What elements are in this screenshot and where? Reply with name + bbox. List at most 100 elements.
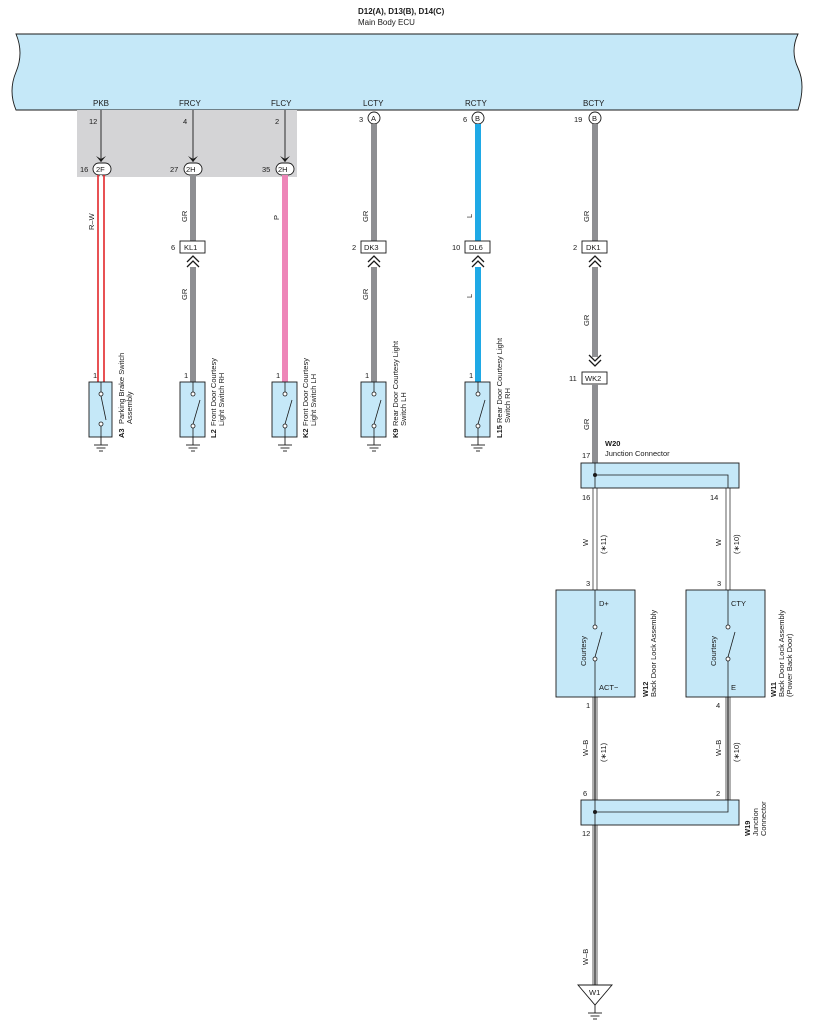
ecu-subtitle: Main Body ECU <box>358 18 415 27</box>
connector-wk2-label: WK2 <box>585 374 601 383</box>
wire-color-w12-1: W–B <box>581 740 590 756</box>
wire-color-rcty-bottom: L <box>465 294 474 298</box>
wire-color-w20-14: W <box>714 538 723 546</box>
switch-l2-box <box>179 381 206 438</box>
wire-color-pkb: R–W <box>87 212 96 230</box>
wire-color-w20-16: W <box>581 538 590 546</box>
connector-kl1 <box>179 240 206 254</box>
switch-l15-line1: Rear Door Courtesy Light <box>495 337 504 423</box>
pin-l2: 1 <box>184 371 188 380</box>
w11-inner: Courtesy <box>709 636 718 666</box>
switch-l2-contact <box>190 382 201 437</box>
pin-bcty-ecu: 19 <box>574 115 582 124</box>
switch-k9-contact <box>371 382 382 437</box>
pin-flcy-ecu: 2 <box>275 117 279 126</box>
main-body-ecu-box <box>11 33 803 111</box>
w11-box <box>685 589 766 698</box>
w19-pin-b: 2 <box>716 789 720 798</box>
w12-inner: Courtesy <box>579 636 588 666</box>
switch-a3-contact <box>98 382 107 437</box>
wire-color-bcty-2: GR <box>582 314 591 326</box>
connector-dk1-label: DK1 <box>586 243 601 252</box>
w19-pin-a: 6 <box>583 789 587 798</box>
switch-k9-id: K9 <box>391 428 400 438</box>
switch-a3-id: A3 <box>117 428 126 438</box>
pin-pkb-conn: 16 <box>80 165 88 174</box>
connector-2f-label: 2F <box>96 165 105 174</box>
wire-color-frcy-bottom: GR <box>180 288 189 300</box>
w12-name: Back Door Lock Assembly <box>649 610 658 697</box>
ground-w1-symbol <box>587 1004 603 1020</box>
marker-bcty-label: B <box>592 114 597 123</box>
ground-w1-label: W1 <box>589 988 600 997</box>
note-10a: (∗10) <box>732 534 741 554</box>
w12-term-top: D+ <box>599 599 609 608</box>
pin-wk2: 11 <box>569 374 577 383</box>
note-11b: (∗11) <box>599 742 608 762</box>
terminal-flcy: FLCY <box>271 99 292 108</box>
switch-a3-line1: Parking Brake Switch <box>117 353 126 424</box>
pin-frcy-ecu: 4 <box>183 117 187 126</box>
wire-color-w19-12: W–B <box>581 949 590 965</box>
wire-color-rcty-top: L <box>465 214 474 218</box>
w11-switch-contact <box>725 590 736 697</box>
pin-frcy-conn: 27 <box>170 165 178 174</box>
ground-point-w1 <box>577 984 613 1006</box>
wire-w20-14 <box>725 488 731 590</box>
w11-term-top: CTY <box>731 599 746 608</box>
connector-kl1-label: KL1 <box>184 243 197 252</box>
connector-2h-frcy-label: 2H <box>186 165 196 174</box>
switch-k2-id: K2 <box>301 428 310 438</box>
switch-k9-line2: Switch LH <box>399 392 408 426</box>
connector-dl6-label: DL6 <box>469 243 483 252</box>
note-11a: (∗11) <box>599 534 608 554</box>
ground-k9 <box>366 436 382 452</box>
w19-name: Junction <box>751 808 760 836</box>
pin-dl6: 10 <box>452 243 460 252</box>
w11-name: Back Door Lock Assembly <box>777 610 786 697</box>
pin-l15: 1 <box>469 371 473 380</box>
terminal-lcty: LCTY <box>363 99 384 108</box>
connector-2h-flcy-label: 2H <box>278 165 288 174</box>
ground-l2 <box>185 436 201 452</box>
switch-l2-id: L2 <box>209 429 218 438</box>
wire-color-bcty-3: GR <box>582 418 591 430</box>
switch-l2-line1: Front Door Courtesy <box>209 358 218 426</box>
w11-name2: (Power Back Door) <box>785 633 794 697</box>
switch-l2-line2: Light Switch RH <box>217 373 226 426</box>
terminal-pkb: PKB <box>93 99 109 108</box>
pin-kl1: 6 <box>171 243 175 252</box>
wire-color-flcy: P <box>272 215 281 220</box>
terminal-frcy: FRCY <box>179 99 201 108</box>
w20-pin-b: 14 <box>710 493 718 502</box>
wire-pkb <box>97 175 105 382</box>
w11-term-bottom: E <box>731 683 736 692</box>
switch-l15-contact <box>475 382 486 437</box>
ground-l15 <box>470 436 486 452</box>
w20-id: W20 <box>605 439 620 448</box>
switch-k2-box <box>271 381 298 438</box>
connector-dl6 <box>464 240 491 254</box>
connector-dk3 <box>360 240 387 254</box>
marker-rcty-label: B <box>475 114 480 123</box>
terminal-bcty: BCTY <box>583 99 605 108</box>
wire-w19-12 <box>592 825 598 985</box>
wire-w20-16 <box>592 488 598 590</box>
w19-name2: Connector <box>759 801 768 836</box>
pin-k2: 1 <box>276 371 280 380</box>
switch-k2-line1: Front Door Courtesy <box>301 358 310 426</box>
connector-dk3-label: DK3 <box>364 243 379 252</box>
w11-id: W11 <box>769 682 778 697</box>
w11-pin-bottom: 4 <box>716 701 720 710</box>
pin-flcy-conn: 35 <box>262 165 270 174</box>
ground-a3 <box>93 436 109 452</box>
switch-k9-line1: Rear Door Courtesy Light <box>391 340 400 426</box>
ecu-title: D12(A), D13(B), D14(C) <box>358 7 445 16</box>
wire-color-bcty-1: GR <box>582 210 591 222</box>
wire-color-frcy-top: GR <box>180 210 189 222</box>
w11-pin-top: 3 <box>717 579 721 588</box>
w19-id: W19 <box>743 821 752 836</box>
switch-k9-box <box>360 381 387 438</box>
note-10b: (∗10) <box>732 742 741 762</box>
